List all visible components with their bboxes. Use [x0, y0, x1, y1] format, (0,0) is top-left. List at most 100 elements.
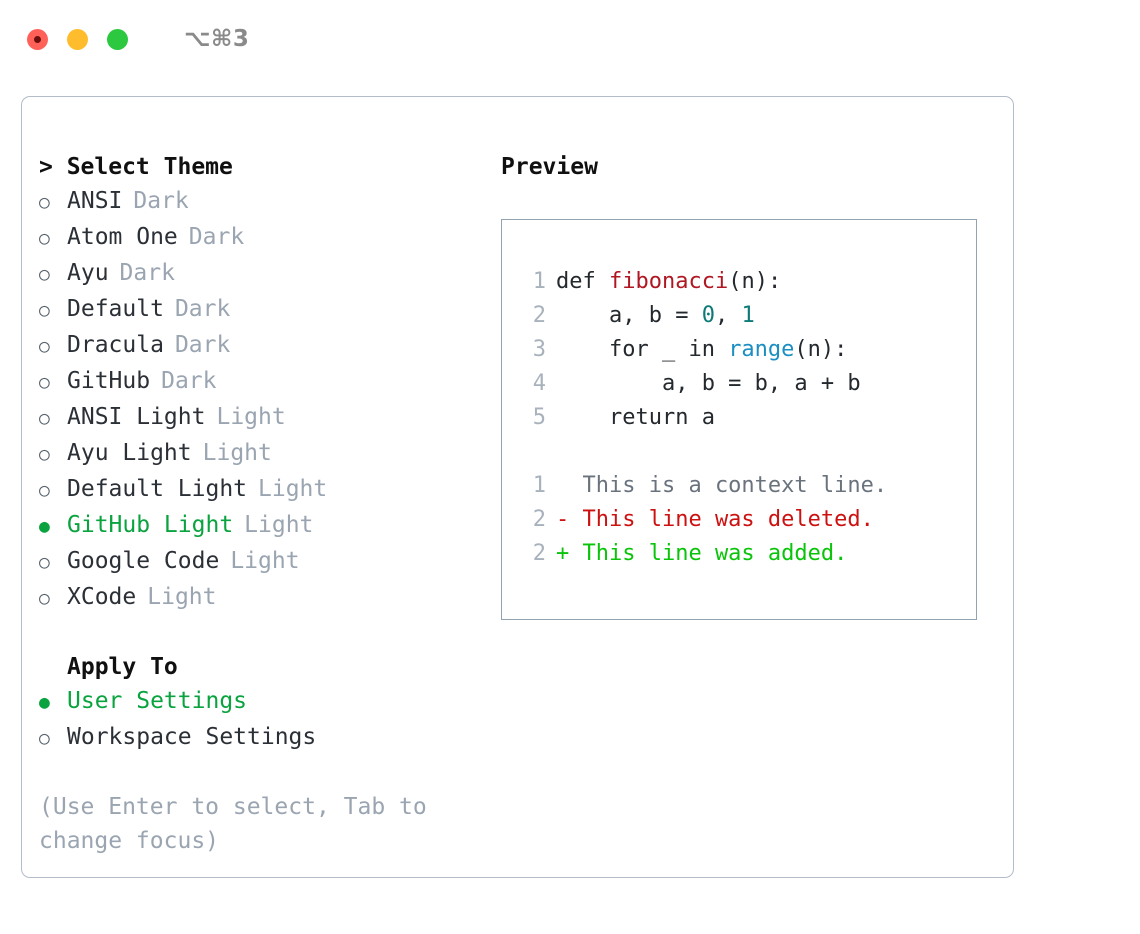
diff-line-del: 2 - This line was deleted.: [520, 503, 976, 537]
theme-option-atom-one[interactable]: ○ Atom One Dark: [39, 220, 499, 256]
theme-option-label: Default Light: [67, 476, 248, 502]
theme-option-xcode[interactable]: ○ XCode Light: [39, 580, 499, 616]
theme-variant-tag: Dark: [174, 332, 231, 358]
code-line-content: def fibonacci(n):: [556, 265, 781, 299]
code-token-num: 1: [741, 303, 755, 328]
theme-option-label: GitHub: [67, 368, 151, 394]
theme-option-github-light[interactable]: ● GitHub Light Light: [39, 508, 499, 544]
theme-option-default[interactable]: ○ Default Dark: [39, 292, 499, 328]
code-line-number: 3: [532, 337, 546, 362]
theme-option-label: ANSI Light: [67, 404, 206, 430]
theme-variant-tag: Dark: [119, 260, 175, 286]
code-line-number: 1: [532, 269, 546, 294]
code-line: 4 a, b = b, a + b: [520, 367, 976, 401]
diff-line-context: 1 This is a context line.: [520, 469, 976, 503]
diff-line-number: 1: [532, 473, 546, 498]
code-line: 5 return a: [520, 401, 976, 435]
theme-variant-tag: Light: [202, 440, 272, 466]
theme-option-label: Google Code: [67, 548, 220, 574]
list-spacer: [39, 616, 499, 650]
maximize-button[interactable]: [107, 28, 128, 50]
theme-variant-tag: Dark: [188, 224, 245, 250]
radio-unselected-icon: ○: [39, 480, 50, 501]
radio-unselected-icon: ○: [39, 728, 50, 749]
theme-option-label: Dracula: [67, 332, 164, 358]
code-line-content: return a: [556, 401, 715, 435]
window-controls: [27, 28, 128, 50]
code-line: 3 for _ in range(n):: [520, 333, 976, 367]
code-token-plain: a, b =: [556, 303, 702, 328]
theme-variant-tag: Light: [147, 584, 217, 610]
radio-unselected-icon: ○: [39, 588, 50, 609]
diff-line-text: This is a context line.: [556, 473, 888, 498]
theme-option-label: XCode: [67, 584, 137, 610]
diff-line-add: 2+ This line was added.: [520, 537, 976, 571]
code-line-content: a, b = b, a + b: [556, 367, 861, 401]
code-token-plain: for _ in: [556, 337, 729, 362]
theme-option-default-light[interactable]: ○ Default Light Light: [39, 472, 499, 508]
radio-unselected-icon: ○: [39, 228, 50, 249]
close-button[interactable]: [27, 28, 48, 50]
apply-to-list[interactable]: ● User Settings ○Workspace Settings: [39, 684, 499, 756]
theme-option-label: ANSI: [67, 188, 123, 214]
radio-selected-icon: ●: [39, 516, 50, 537]
theme-option-dracula[interactable]: ○ Dracula Dark: [39, 328, 499, 364]
theme-variant-tag: Light: [258, 476, 328, 502]
theme-variant-tag: Light: [244, 512, 314, 538]
code-token-plain: return a: [556, 405, 715, 430]
diff-line-number: 2: [532, 507, 546, 532]
select-theme-header: > Select Theme: [39, 154, 233, 180]
preview-title: Preview: [501, 154, 598, 180]
apply-to-option-label: User Settings: [67, 688, 248, 714]
code-line: 2 a, b = 0, 1: [520, 299, 976, 333]
keyboard-shortcut-label: ⌥⌘3: [184, 26, 250, 52]
code-line-number: 4: [532, 371, 546, 396]
code-token-plain: (n):: [728, 269, 782, 294]
theme-option-label: Ayu: [67, 260, 109, 286]
radio-unselected-icon: ○: [39, 444, 50, 465]
diff-line-text: - This line was deleted.: [556, 507, 874, 532]
theme-option-ansi-light[interactable]: ○ ANSI Light Light: [39, 400, 499, 436]
radio-unselected-icon: ○: [39, 300, 50, 321]
theme-variant-tag: Dark: [161, 368, 217, 394]
theme-variant-tag: Light: [230, 548, 300, 574]
hint-spacer: [39, 756, 499, 790]
code-line: 1 def fibonacci(n):: [520, 265, 976, 299]
radio-unselected-icon: ○: [39, 192, 50, 213]
theme-option-label: Default: [67, 296, 164, 322]
radio-unselected-icon: ○: [39, 408, 50, 429]
code-line-content: a, b = 0, 1: [556, 299, 755, 333]
theme-variant-tag: Light: [216, 404, 286, 430]
theme-option-label: Atom One: [67, 224, 178, 250]
theme-option-ansi[interactable]: ○ ANSI Dark: [39, 184, 499, 220]
radio-unselected-icon: ○: [39, 264, 50, 285]
code-token-bi: range: [728, 337, 795, 362]
minimize-button[interactable]: [67, 28, 88, 50]
diff-sample: 1 This is a context line. 2 - This line wa…: [520, 469, 976, 571]
code-token-plain: (n):: [794, 337, 848, 362]
code-diff-spacer: [520, 435, 976, 469]
theme-variant-tag: Dark: [174, 296, 231, 322]
diff-line-number: 2: [532, 541, 546, 566]
code-line-content: for _ in range(n):: [556, 333, 847, 367]
apply-to-option-user-settings[interactable]: ● User Settings: [39, 684, 499, 720]
code-token-num: 0: [701, 303, 715, 328]
radio-unselected-icon: ○: [39, 336, 50, 357]
theme-variant-tag: Dark: [133, 188, 189, 214]
radio-selected-icon: ●: [39, 692, 50, 713]
code-token-plain: def: [556, 269, 609, 294]
code-token-fn: fibonacci: [608, 269, 729, 294]
apply-to-option-workspace-settings[interactable]: ○Workspace Settings: [39, 720, 499, 756]
theme-option-ayu[interactable]: ○ Ayu Dark: [39, 256, 499, 292]
theme-option-label: GitHub Light: [67, 512, 234, 538]
